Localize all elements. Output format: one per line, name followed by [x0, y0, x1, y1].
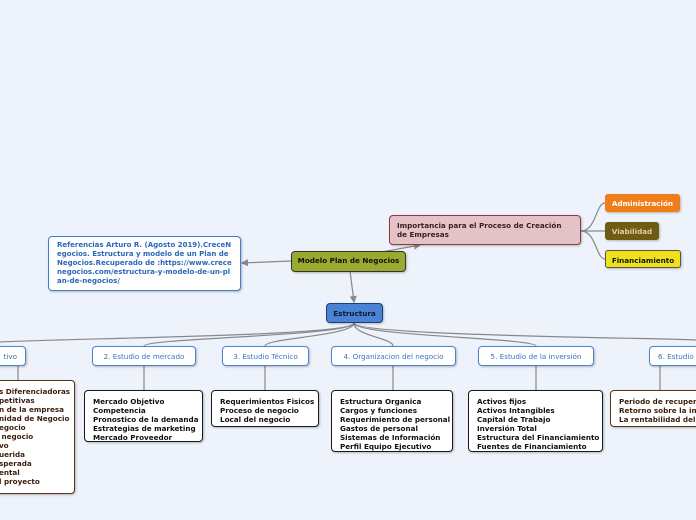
- estructura-label: Estructura: [333, 309, 376, 318]
- study-5-label: 5. Estudio de la inversión: [490, 352, 582, 361]
- study-2-item: Pronostico de la demanda: [93, 415, 199, 424]
- study-5-item: Fuentes de Financiamiento: [477, 442, 587, 451]
- administracion-label: Administración: [611, 199, 674, 208]
- estructura-node[interactable]: Estructura: [326, 303, 383, 323]
- study-node-3[interactable]: 3. Estudio Técnico: [222, 346, 309, 366]
- study-4-item: Cargos y funciones: [340, 406, 418, 415]
- link-structure-study-5: [353, 322, 537, 347]
- study-5-item: Activos Intangibles: [477, 406, 555, 415]
- link-importance-financiamiento: [580, 230, 606, 260]
- reference-text: Referencias Arturo R. (Agosto 2019).Crec…: [57, 241, 232, 285]
- study-5-item: Inversión Total: [477, 424, 537, 433]
- link-importance-admin: [580, 202, 606, 232]
- study-1-item: l proyecto: [0, 477, 40, 486]
- study-1-item: s Diferenciadoras: [0, 387, 71, 396]
- study-5-item: Activos fijos: [477, 397, 527, 406]
- study-4-item: Gastos de personal: [340, 424, 418, 433]
- study-6-item: Periodo de recupera: [619, 397, 696, 406]
- study-3-list[interactable]: Requerimientos Fisicos Proceso de negoci…: [211, 390, 319, 427]
- study-4-label: 4. Organizacion del negocio: [343, 352, 444, 361]
- center-node[interactable]: Modelo Plan de Negocios: [291, 251, 406, 272]
- study-3-item: Requerimientos Fisicos: [220, 397, 315, 406]
- study-2-item: Estrategias de marketing: [93, 424, 196, 433]
- study-1-list[interactable]: s Diferenciadoras petitivas n de la empr…: [0, 380, 75, 494]
- study-node-2[interactable]: 2. Estudio de mercado: [92, 346, 196, 366]
- study-4-item: Requerimiento de personal: [340, 415, 451, 424]
- study-1-item: negocio: [0, 432, 34, 441]
- study-2-item: Competencia: [93, 406, 146, 415]
- study-5-list[interactable]: Activos fijos Activos Intangibles Capita…: [468, 390, 603, 452]
- study-2-list[interactable]: Mercado Objetivo Competencia Pronostico …: [84, 390, 203, 442]
- study-5-item: Estructura del Financiamiento: [477, 433, 600, 442]
- study-1-item: egocio: [0, 423, 26, 432]
- link-structure-study-3: [264, 322, 355, 347]
- study-6-item: La rentabilidad del: [619, 415, 696, 424]
- link-center-reference: [240, 259, 292, 267]
- study-6-label: 6. Estudio: [658, 352, 694, 361]
- link-structure-study-1: [0, 322, 355, 343]
- study-4-list[interactable]: Estructura Organica Cargos y funciones R…: [331, 390, 453, 452]
- study-3-item: Proceso de negocio: [220, 406, 299, 415]
- viabilidad-node[interactable]: Viabilidad: [605, 222, 659, 240]
- study-1-item: n de la empresa: [0, 405, 65, 414]
- study-4-item: Estructura Organica: [340, 397, 422, 406]
- study-node-4[interactable]: 4. Organizacion del negocio: [331, 346, 456, 366]
- reference-node[interactable]: Referencias Arturo R. (Agosto 2019).Crec…: [48, 236, 241, 291]
- importance-label: Importancia para el Proceso de Creación …: [397, 221, 562, 239]
- study-1-label: tivo: [3, 352, 17, 361]
- financiamiento-node[interactable]: Financiamiento: [605, 250, 681, 268]
- study-1-item: nidad de Negocio: [0, 414, 70, 423]
- importance-node[interactable]: Importancia para el Proceso de Creación …: [389, 215, 581, 245]
- study-node-6[interactable]: 6. Estudio: [649, 346, 696, 366]
- study-4-item: Sistemas de Información: [340, 433, 441, 442]
- link-structure-study-2: [143, 322, 355, 347]
- administracion-node[interactable]: Administración: [605, 194, 680, 212]
- study-1-item: sperada: [0, 459, 32, 468]
- study-6-list[interactable]: Periodo de recupera Retorno sobre la in …: [610, 390, 696, 427]
- study-6-item: Retorno sobre la in: [619, 406, 696, 415]
- center-node-label: Modelo Plan de Negocios: [297, 256, 400, 265]
- study-2-item: Mercado Proveedor: [93, 433, 173, 442]
- study-3-label: 3. Estudio Técnico: [233, 352, 298, 361]
- study-1-item: vo: [0, 441, 9, 450]
- study-5-item: Capital de Trabajo: [477, 415, 551, 424]
- study-3-item: Local del negocio: [220, 415, 291, 424]
- financiamiento-label: Financiamiento: [611, 256, 675, 265]
- link-structure-study-6: [353, 322, 696, 341]
- study-node-5[interactable]: 5. Estudio de la inversión: [478, 346, 594, 366]
- link-center-importance: [381, 242, 422, 253]
- study-2-label: 2. Estudio de mercado: [103, 352, 185, 361]
- link-structure-study-4: [353, 322, 394, 347]
- viabilidad-label: Viabilidad: [611, 227, 653, 236]
- study-1-item: uerida: [0, 450, 25, 459]
- study-4-item: Perfil Equipo Ejecutivo: [340, 442, 432, 451]
- link-center-structure: [349, 270, 357, 304]
- study-2-item: Mercado Objetivo: [93, 397, 165, 406]
- study-1-item: petitivas: [0, 396, 35, 405]
- study-node-1[interactable]: tivo: [0, 346, 26, 366]
- study-1-item: ental: [0, 468, 20, 477]
